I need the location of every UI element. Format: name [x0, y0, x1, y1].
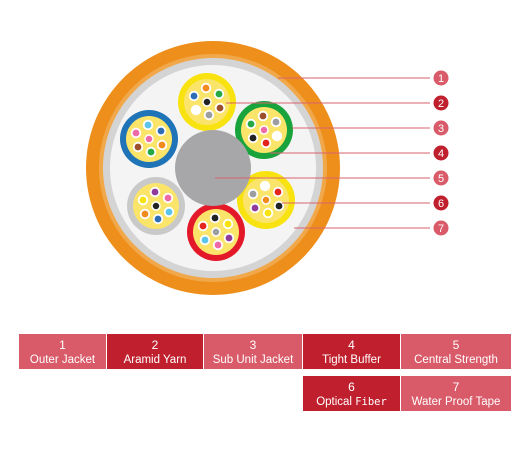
- legend-label-part: Optical: [316, 396, 356, 408]
- optical-fiber: [139, 196, 147, 204]
- sub-units: [120, 73, 295, 261]
- optical-fiber: [151, 201, 161, 211]
- legend-number: 7: [452, 380, 460, 394]
- legend-number: 3: [249, 338, 257, 352]
- legend-cell-aramid-yarn: 2 Aramid Yarn: [107, 334, 204, 370]
- sub-unit-blue: [120, 110, 178, 168]
- optical-fiber: [190, 92, 198, 100]
- callout-number-7: 7: [438, 223, 444, 235]
- sub-unit-red: [187, 203, 245, 261]
- optical-fiber: [273, 132, 281, 140]
- optical-fiber: [214, 241, 222, 249]
- legend-label: Optical Fiber: [303, 394, 400, 410]
- optical-fiber: [215, 90, 223, 98]
- callout-number-3: 3: [438, 123, 444, 135]
- callout-badge-1: 1: [433, 70, 449, 86]
- callout-number-5: 5: [438, 173, 444, 185]
- optical-fiber: [132, 129, 140, 137]
- callout-badge-3: 3: [433, 120, 449, 136]
- optical-fiber: [225, 234, 233, 242]
- legend-cell-central-strength: 5 Central Strength: [401, 334, 512, 370]
- optical-fiber: [275, 202, 283, 210]
- optical-fiber: [249, 134, 257, 142]
- legend-number: 6: [348, 380, 355, 394]
- optical-fiber: [211, 227, 221, 237]
- optical-fiber: [147, 148, 155, 156]
- legend-cell-tight-buffer: 4 Tight Buffer: [303, 334, 401, 370]
- optical-fiber: [201, 236, 209, 244]
- callout-badge-2: 2: [433, 95, 449, 111]
- optical-fiber: [144, 134, 154, 144]
- optical-fiber: [272, 118, 280, 126]
- legend-cell-water-proof-tape: 7 Water Proof Tape: [401, 376, 512, 412]
- optical-fiber: [259, 125, 269, 135]
- callout-badge-4: 4: [433, 145, 449, 161]
- optical-fiber: [141, 210, 149, 218]
- callout-badge-6: 6: [433, 195, 449, 211]
- cable-cross-section: [86, 41, 340, 295]
- optical-fiber: [157, 127, 165, 135]
- callout-badge-5: 5: [433, 170, 449, 186]
- optical-fiber: [264, 209, 272, 217]
- optical-fiber: [247, 120, 255, 128]
- optical-fiber: [216, 104, 224, 112]
- optical-fiber: [262, 139, 270, 147]
- legend-label: Sub Unit Jacket: [212, 354, 294, 366]
- optical-fiber: [202, 84, 210, 92]
- optical-fiber: [134, 143, 142, 151]
- optical-fiber: [251, 204, 259, 212]
- optical-fiber: [249, 190, 257, 198]
- optical-fiber: [158, 141, 166, 149]
- sub-unit-gray: [127, 177, 185, 235]
- optical-fiber: [224, 220, 232, 228]
- legend-number: 4: [348, 338, 355, 352]
- optical-fiber: [259, 112, 267, 120]
- legend-number: 2: [151, 338, 159, 352]
- legend-label: Tight Buffer: [322, 354, 381, 366]
- central-strength-member: [175, 130, 251, 206]
- callout-number-6: 6: [438, 198, 444, 210]
- optical-fiber: [199, 222, 207, 230]
- callout-badge-7: 7: [433, 220, 449, 236]
- sub-unit-green: [235, 101, 293, 159]
- optical-fiber: [192, 106, 200, 114]
- legend-cell-sub-unit-jacket: 3 Sub Unit Jacket: [204, 334, 303, 370]
- sub-unit-yellow: [178, 73, 236, 131]
- legend-label: Central Strength: [414, 354, 498, 366]
- optical-fiber: [151, 188, 159, 196]
- sub-unit-yellow: [237, 171, 295, 229]
- optical-fiber: [261, 182, 269, 190]
- optical-fiber: [261, 195, 271, 205]
- cable-cross-section-diagram: 1 2 3 4 5 6 7: [86, 41, 449, 295]
- legend-label: Aramid Yarn: [123, 354, 187, 366]
- optical-fiber: [211, 214, 219, 222]
- legend-label: Water Proof Tape: [411, 396, 501, 408]
- optical-fiber: [202, 97, 212, 107]
- legend-cell-outer-jacket: 1 Outer Jacket: [19, 334, 107, 370]
- legend-number: 5: [452, 338, 460, 352]
- callout-number-1: 1: [438, 73, 444, 85]
- legend-label-part: Fiber: [355, 396, 387, 408]
- optical-fiber: [144, 121, 152, 129]
- optical-fiber: [165, 208, 173, 216]
- legend-cell-optical-fiber: 6 Optical Fiber: [303, 376, 401, 412]
- legend-number: 1: [59, 338, 66, 352]
- callout-badges: 1 2 3 4 5 6 7: [433, 70, 449, 236]
- callout-number-2: 2: [438, 98, 444, 110]
- optical-fiber: [164, 194, 172, 202]
- optical-fiber: [205, 111, 213, 119]
- optical-fiber: [274, 188, 282, 196]
- legend-label: Outer Jacket: [29, 354, 96, 366]
- callout-number-4: 4: [438, 148, 444, 160]
- optical-fiber: [154, 215, 162, 223]
- leader-lines: [215, 77, 430, 229]
